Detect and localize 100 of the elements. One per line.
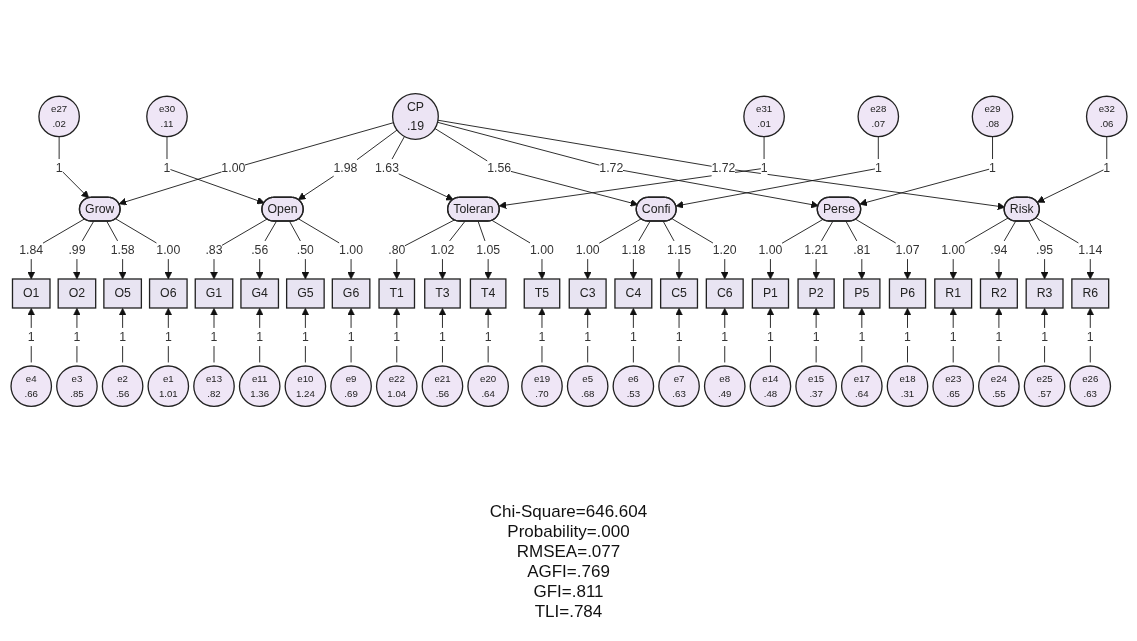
edge-label: 1.15 <box>666 242 691 257</box>
node-circle: e18 .31 <box>886 365 928 408</box>
node-circle: e9 .69 <box>329 365 372 408</box>
edge-label: 1.14 <box>1077 242 1102 257</box>
edge-label: .80 <box>387 242 405 257</box>
node-circle: e31 .01 <box>742 95 785 138</box>
node-box: R3 <box>1025 278 1064 309</box>
edge-label: 1.20 <box>712 242 737 257</box>
edge-label: 1 <box>720 329 728 344</box>
edge-label: .94 <box>989 242 1007 257</box>
edge-label: 1.18 <box>620 242 645 257</box>
node-box: G4 <box>239 278 279 309</box>
fit-statistic: RMSEA=.077 <box>516 542 621 562</box>
node-circle: e7 .63 <box>657 365 700 408</box>
edge-label: 1 <box>903 329 911 344</box>
edge-label: .56 <box>250 242 268 257</box>
edge-label: 1 <box>812 329 820 344</box>
node-box: P2 <box>796 278 835 309</box>
node-circle: e1 1.01 <box>146 365 189 408</box>
node-circle: CP .19 <box>391 92 439 140</box>
node-box: P6 <box>888 278 926 309</box>
node-circle: e10 1.24 <box>284 365 326 408</box>
node-circle: e21 .56 <box>421 365 463 408</box>
node-box: C3 <box>568 278 607 309</box>
edge-label: 1.72 <box>598 160 623 175</box>
edge-label: 1 <box>1102 160 1110 175</box>
edge-label: 1.00 <box>757 242 782 257</box>
edge-label: 1.05 <box>475 242 500 257</box>
edge-label: 1.84 <box>18 242 43 257</box>
node-box: R1 <box>933 278 972 309</box>
node-circle: e32 .06 <box>1085 95 1128 138</box>
edge-label: 1.21 <box>803 242 828 257</box>
edge-label: 1 <box>874 160 882 175</box>
node-circle: e28 .07 <box>856 95 899 138</box>
node-circle: e23 .65 <box>931 365 974 408</box>
edge-label: 1 <box>994 329 1002 344</box>
edge-label: 1.56 <box>486 160 511 175</box>
edge-label: 1 <box>163 160 170 175</box>
edge-label: 1.00 <box>155 242 180 257</box>
edge-label: 1.98 <box>333 160 357 175</box>
edge-label: .99 <box>67 242 85 257</box>
edge-label: 1 <box>301 329 309 344</box>
edge-label: 1 <box>484 329 492 344</box>
node-box: T3 <box>423 278 461 309</box>
edge-label: 1 <box>164 329 172 344</box>
node-circle: e15 .37 <box>794 365 837 408</box>
edge-label: 1 <box>629 329 637 344</box>
node-circle: e5 .68 <box>566 365 609 408</box>
node-circle: e22 1.04 <box>375 365 418 408</box>
edge-label: .83 <box>204 242 223 257</box>
edge-label: 1 <box>949 329 957 344</box>
node-box: R6 <box>1070 278 1109 309</box>
node-circle: e13 .82 <box>192 365 235 408</box>
edge-label: 1 <box>438 329 446 344</box>
node-circle: e27 .02 <box>37 95 80 138</box>
node-box: G5 <box>285 278 325 309</box>
node-circle: e6 .53 <box>612 365 654 408</box>
node-box: O6 <box>148 278 188 309</box>
node-circle: e2 .56 <box>101 365 143 408</box>
node-circle: e29 .08 <box>971 95 1013 138</box>
node-circle: e20 .64 <box>466 365 509 408</box>
edge-label: .95 <box>1035 242 1053 257</box>
edge-label: 1.00 <box>220 160 245 175</box>
edge-label: 1 <box>347 329 354 344</box>
edge-label: 1 <box>55 160 63 175</box>
node-box: T1 <box>377 278 415 309</box>
node-circle: e8 .49 <box>703 365 746 408</box>
edge-label: 1 <box>1086 329 1094 344</box>
edge-label: 1 <box>583 329 591 344</box>
edge-label: 1 <box>255 329 263 344</box>
edge-label: 1.00 <box>575 242 600 257</box>
edge-label: 1 <box>118 329 126 344</box>
edge-label: 1 <box>988 160 996 175</box>
edge-label: 1 <box>27 329 35 344</box>
node-box: O2 <box>57 278 96 309</box>
node-circle: e17 .64 <box>840 365 883 408</box>
fit-statistic: AGFI=.769 <box>527 562 610 582</box>
node-circle: e25 .57 <box>1023 365 1065 408</box>
node-circle: e3 .85 <box>55 365 98 408</box>
edge-label: 1 <box>675 329 682 344</box>
edge-label: 1.02 <box>429 242 454 257</box>
node-circle: e11 1.36 <box>238 365 281 408</box>
node-box: T5 <box>523 278 560 309</box>
edge-label: 1.72 <box>710 160 735 175</box>
edge-label: 1.63 <box>374 160 399 175</box>
edge-label: 1.00 <box>940 242 965 257</box>
node-box: G1 <box>194 278 233 309</box>
fit-statistic: Probability=.000 <box>507 522 630 542</box>
edge-label: 1.07 <box>895 242 919 257</box>
edge-label: 1 <box>760 160 767 175</box>
node-circle: e19 .70 <box>520 365 563 408</box>
node-box: C6 <box>705 278 744 309</box>
edge-label: .81 <box>852 242 870 257</box>
node-box: P1 <box>751 278 789 309</box>
node-circle: e4 .66 <box>9 365 52 408</box>
node-circle: e24 .55 <box>977 365 1020 408</box>
fit-statistic: GFI=.811 <box>533 582 604 602</box>
edge-label: 1 <box>857 329 865 344</box>
node-box: G6 <box>331 278 370 309</box>
node-circle: e30 .11 <box>145 95 188 138</box>
